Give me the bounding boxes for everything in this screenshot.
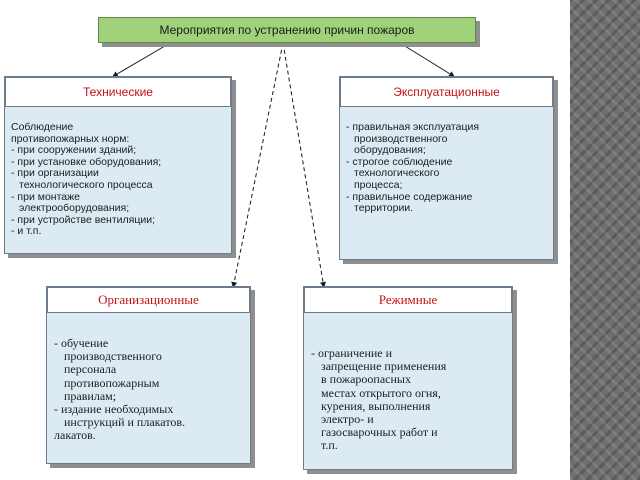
list-item: электро- и: [321, 412, 374, 427]
list-item: курения, выполнения: [321, 398, 431, 413]
list-item: - ограничение и: [311, 346, 393, 360]
list-item: газосварочных работ и: [321, 425, 438, 440]
list-item: - при сооружении зданий;: [11, 144, 137, 157]
technical-list: Соблюдение противопожарных норм: - при с…: [11, 121, 162, 238]
regime-heading: Режимные: [378, 292, 438, 307]
regime-box: Режимные - ограничение и запрещение прим…: [303, 286, 513, 470]
list-item: территории.: [354, 202, 414, 215]
list-item: лакатов.: [54, 428, 96, 443]
regime-header: Режимные: [304, 287, 512, 313]
operational-header: Эксплуатационные: [340, 77, 553, 107]
organizational-header: Организационные: [47, 287, 250, 313]
operational-heading: Эксплуатационные: [393, 85, 500, 99]
arrow-to-organizational: [231, 42, 284, 289]
list-item: процесса;: [354, 178, 403, 191]
list-item: в пожароопасных: [321, 372, 411, 387]
organizational-box: Организационные - обучение производствен…: [46, 286, 251, 464]
list-item: технологического: [354, 167, 440, 180]
operational-list: - правильная эксплуатация производственн…: [346, 121, 480, 215]
operational-box: Эксплуатационные - правильная эксплуатац…: [339, 76, 554, 260]
regime-list: - ограничение и запрещение применения в …: [311, 346, 447, 453]
organizational-list: - обучение производственного персонала п…: [54, 336, 186, 443]
arrow-to-regime: [282, 42, 326, 289]
list-item: - издание необходимых: [54, 402, 174, 417]
list-item: - и т.п.: [11, 225, 42, 238]
list-item: - при устройстве вентиляции;: [11, 213, 155, 226]
list-item: правилам;: [64, 388, 117, 403]
arrow-to-technical: [111, 42, 171, 78]
organizational-heading: Организационные: [98, 292, 199, 307]
list-item: - обучение: [54, 336, 109, 350]
list-item: противопожарных норм:: [11, 132, 130, 145]
list-item: запрещение применения: [321, 359, 447, 374]
list-item: инструкций и плакатов.: [64, 415, 186, 430]
list-item: - строгое соблюдение: [346, 155, 453, 168]
technical-heading: Технические: [83, 85, 153, 99]
list-item: персонала: [64, 362, 117, 377]
list-item: производственного: [354, 132, 448, 145]
list-item: - при организации: [11, 167, 99, 180]
list-item: т.п.: [321, 438, 338, 453]
list-item: противопожарным: [64, 375, 160, 390]
list-item: Соблюдение: [11, 121, 74, 133]
decorative-side-stripe: [570, 0, 640, 480]
technical-box: Технические Соблюдение противопожарных н…: [4, 76, 232, 254]
list-item: - правильное содержание: [346, 190, 473, 203]
technical-header: Технические: [5, 77, 231, 107]
main-title: Мероприятия по устранению причин пожаров: [98, 17, 476, 43]
list-item: технологического процесса: [19, 178, 153, 191]
list-item: производственного: [64, 349, 162, 364]
list-item: - при установке оборудования;: [11, 155, 162, 168]
arrow-to-operational: [399, 42, 456, 78]
list-item: оборудования;: [354, 144, 426, 157]
list-item: электрооборудования;: [19, 202, 130, 215]
list-item: - правильная эксплуатация: [346, 121, 480, 133]
list-item: местах открытого огня,: [321, 385, 441, 400]
list-item: - при монтаже: [11, 190, 80, 203]
